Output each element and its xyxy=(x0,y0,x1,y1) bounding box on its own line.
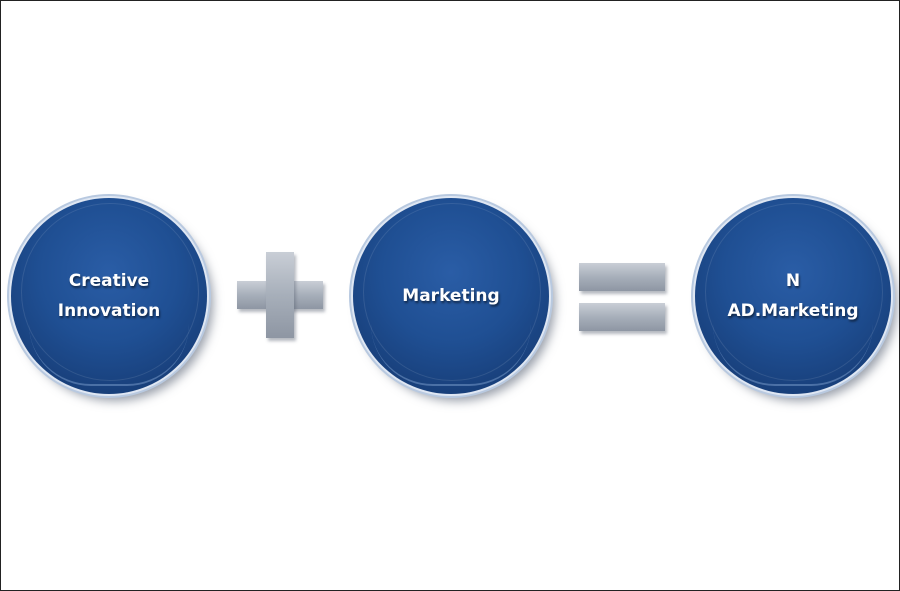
circle-label-line: N xyxy=(785,271,801,291)
equals-bottom-bar xyxy=(579,303,665,331)
plus-vertical-bar xyxy=(266,252,294,338)
circle-label: Creative Innovation xyxy=(58,266,161,326)
marketing-circle: Marketing xyxy=(353,198,549,394)
circle-label: N AD.Marketing xyxy=(727,266,858,326)
plus-icon xyxy=(237,252,323,338)
circle-label-line: AD.Marketing xyxy=(727,301,859,321)
circle-label-line: Creative xyxy=(68,271,150,291)
circle-label-line: Marketing xyxy=(402,286,500,306)
equals-icon xyxy=(579,263,665,331)
creative-innovation-circle: Creative Innovation xyxy=(11,198,207,394)
equals-top-bar xyxy=(579,263,665,291)
circle-label: Marketing xyxy=(402,281,499,311)
nad-marketing-circle: N AD.Marketing xyxy=(695,198,891,394)
circle-label-line: Innovation xyxy=(57,301,161,321)
